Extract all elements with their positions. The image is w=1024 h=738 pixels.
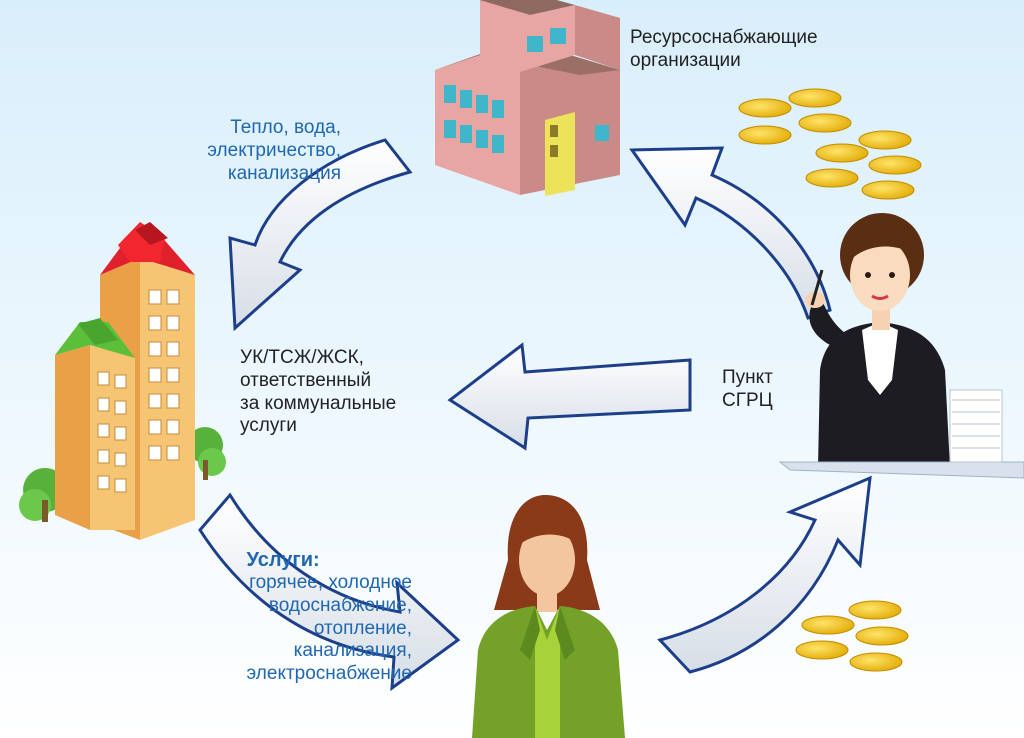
- label-management-line: услуги: [240, 415, 297, 437]
- label-utilities-line: Тепло, вода,: [230, 117, 341, 138]
- label-utilities: Тепло, вода, электричество, канализация: [207, 117, 341, 185]
- arrow-utilities-to-buildings: [228, 138, 413, 332]
- label-management-company: УК/ТСЖ/ЖСК, ответственный за коммунальны…: [240, 347, 396, 438]
- services-title: Услуги:: [246, 549, 320, 571]
- label-utilities-line: канализация: [227, 162, 341, 184]
- arrow-payment-to-resource-orgs: [629, 146, 832, 320]
- label-payment-point-line: Пункт: [722, 367, 773, 388]
- services-line: канализация,: [293, 640, 412, 662]
- factory-icon: [435, 0, 620, 196]
- label-resource-orgs-line: Ресурсоснабжающие: [630, 27, 818, 48]
- label-services: Услуги: горячее, холодное водоснабжение,…: [247, 548, 412, 686]
- paper-stack-icon: [949, 389, 1003, 463]
- label-management-line: за коммунальные: [240, 392, 397, 414]
- services-line: электроснабжение: [246, 663, 412, 685]
- cashier-woman-icon: [778, 213, 1024, 479]
- arrow-services-to-resident: [198, 492, 461, 692]
- services-line: водоснабжение,: [268, 594, 412, 616]
- label-management-line: УК/ТСЖ/ЖСК,: [240, 347, 364, 368]
- services-line: горячее, холодное: [249, 572, 412, 593]
- arrow-resident-to-payment: [657, 475, 872, 674]
- label-resource-orgs-line: организации: [630, 49, 741, 71]
- label-management-line: ответственный: [240, 369, 372, 391]
- coin-stack-icon: [738, 88, 922, 200]
- arrow-payment-to-management: [447, 342, 692, 451]
- apartment-building-icon: [19, 222, 226, 540]
- label-payment-point: Пункт СГРЦ: [722, 367, 773, 413]
- coin-stack-icon: [795, 600, 909, 672]
- label-payment-point-line: СГРЦ: [722, 389, 773, 411]
- services-line: отопление,: [313, 617, 412, 639]
- resident-woman-icon: [472, 495, 625, 738]
- label-resource-orgs: Ресурсоснабжающие организации: [630, 27, 818, 73]
- label-utilities-line: электричество,: [207, 139, 341, 161]
